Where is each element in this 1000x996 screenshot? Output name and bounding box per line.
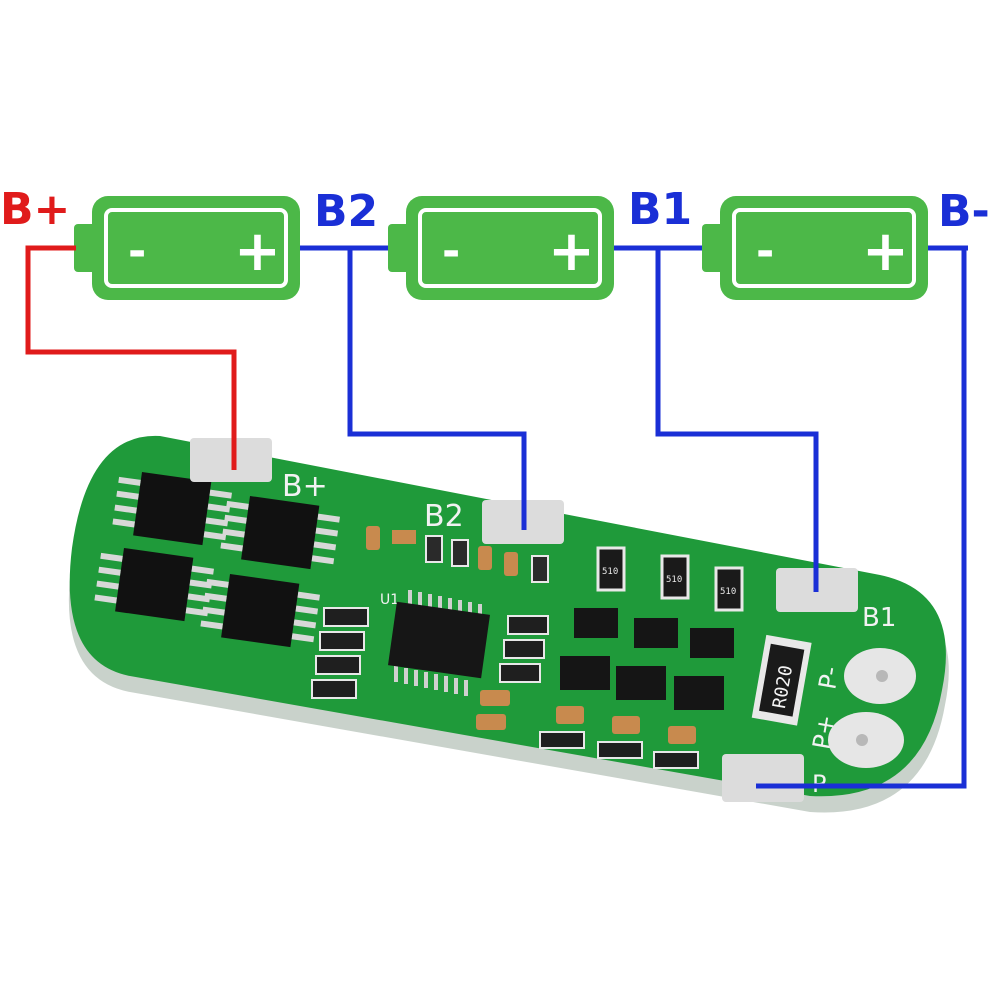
resistor-marking: 510: [720, 587, 736, 597]
cell-plus-sign: +: [234, 219, 281, 284]
label-b1: B1: [628, 184, 692, 235]
cell-plus-sign: +: [548, 219, 595, 284]
mosfet-group: [94, 472, 340, 648]
cell-minus-sign: -: [442, 226, 460, 277]
label-b-minus: B-: [938, 186, 990, 237]
pad-b-plus: [190, 438, 272, 482]
silk-b2: B2: [424, 499, 464, 534]
wire-b1: [655, 248, 819, 592]
label-b2: B2: [314, 186, 378, 237]
silk-b-plus: B+: [282, 469, 328, 504]
silk-u1: U1: [380, 592, 399, 608]
transistor-row: [539, 608, 734, 769]
pad-p: [722, 754, 804, 802]
cell-minus-sign: -: [756, 226, 774, 277]
battery-cell-2: - +: [388, 196, 614, 300]
shunt-resistor: R020: [751, 634, 812, 726]
protection-ic: [388, 590, 490, 696]
output-pads: [828, 648, 916, 768]
resistor-marking: 510: [666, 575, 682, 585]
cell-minus-sign: -: [128, 226, 146, 277]
silk-p-minus: P-: [813, 664, 845, 691]
resistor-column-left: [311, 607, 369, 699]
resistor-marking: 510: [602, 567, 618, 577]
cell-plus-sign: +: [862, 219, 909, 284]
resistors-510: 510 510 510: [596, 546, 744, 612]
battery-cell-1: - +: [74, 196, 300, 300]
silk-b1: B1: [862, 603, 896, 633]
passive-row: [366, 526, 549, 583]
battery-cell-3: - +: [702, 196, 928, 300]
wire-b2: [347, 248, 527, 530]
wire-b-minus: [756, 248, 967, 789]
wire-b-plus: [25, 245, 237, 470]
protection-board: B+ B2 B1 U1 P- P+ P: [68, 435, 949, 813]
label-b-plus: B+: [0, 184, 70, 235]
resistor-column-mid: [476, 615, 549, 730]
